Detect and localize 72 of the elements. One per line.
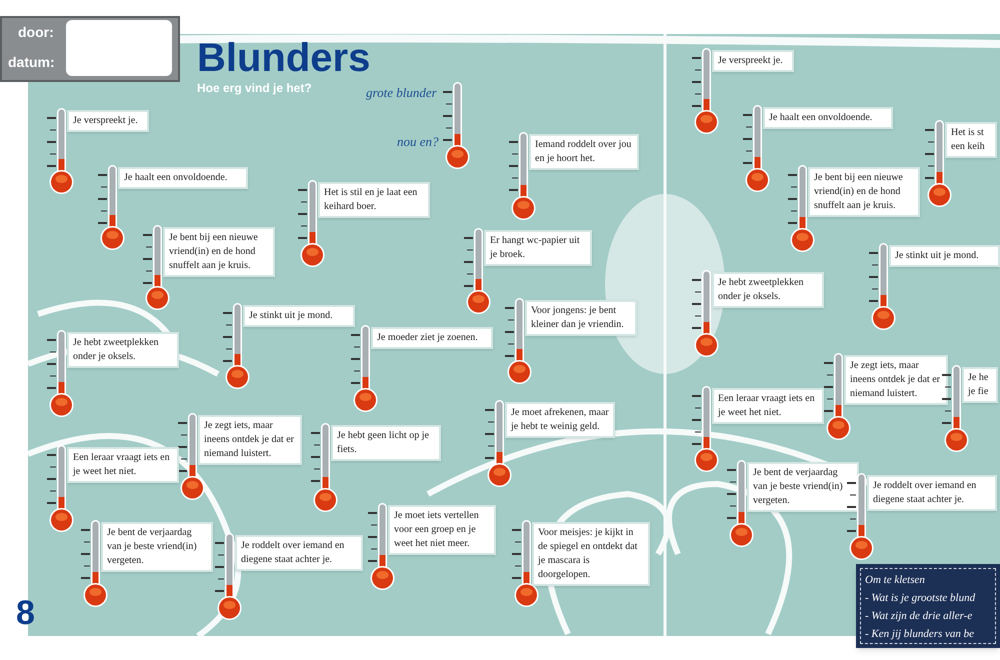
statement-text: je fie — [968, 385, 990, 399]
statement-text: Je zegt iets, maar ineens ontdek je dat er niemand luistert. — [850, 359, 941, 401]
statement-text: Een leraar vraagt iets en je weet het niet. — [73, 451, 171, 479]
statement-card — [331, 425, 441, 461]
chalkboard-question: - Wat is je grootste blund — [865, 591, 976, 606]
statement-card — [67, 332, 179, 368]
statement-text: Je zegt iets, maar ineens ontdek je dat er niemand luistert. — [204, 419, 295, 461]
scale-label: nou en? — [397, 133, 439, 151]
statement-text: een keih — [951, 140, 986, 154]
statement-card — [945, 122, 997, 158]
scale-label: grote blunder — [366, 84, 437, 102]
statement-text: Je verspreekt je. — [73, 114, 139, 128]
chalkboard-question: - Wat zijn de drie aller-e — [865, 609, 974, 624]
statement-card — [198, 415, 302, 465]
statement-card — [118, 167, 248, 189]
statement-text: Je verspreekt je. — [718, 54, 784, 68]
statement-card — [529, 134, 639, 170]
statement-text: Je hebt geen licht op je fiets. — [337, 429, 430, 457]
statement-text: Je stinkt uit je mond. — [249, 309, 334, 323]
statement-card — [318, 182, 430, 218]
page-number: 8 — [16, 596, 35, 630]
statement-card — [67, 447, 179, 483]
statement-card — [712, 388, 824, 424]
statement-text: Er hangt wc-papier uit je broek. — [490, 234, 581, 262]
statement-card — [388, 505, 496, 555]
statement-card — [163, 227, 275, 277]
statement-card — [243, 305, 355, 327]
statement-text: Je haalt een onvoldoende. — [124, 171, 228, 185]
statement-text: Een leraar vraagt iets en je weet het niet. — [718, 392, 816, 420]
statement-card — [505, 402, 615, 438]
statement-card — [525, 300, 637, 336]
statement-card — [712, 50, 794, 72]
field-label: door: — [18, 23, 54, 42]
page-title: Blunders — [197, 38, 370, 78]
statement-text: Je stinkt uit je mond. — [895, 249, 980, 263]
statement-text: Je roddelt over iemand en diegene staat achter je. — [241, 539, 346, 567]
statement-card — [962, 367, 998, 403]
statement-text: Het is st — [951, 126, 985, 140]
statement-card — [763, 107, 893, 129]
statement-card — [747, 462, 859, 512]
statement-card — [67, 110, 149, 132]
statement-card — [712, 272, 824, 308]
statement-text: Je haalt een onvoldoende. — [769, 111, 874, 125]
statement-text: Je hebt zweetplekken onder je oksels. — [718, 276, 805, 304]
statement-text: Je moeder ziet je zoenen. — [377, 331, 479, 345]
statement-card — [371, 327, 493, 349]
statement-card — [889, 245, 1000, 267]
statement-card — [844, 355, 948, 405]
statement-text: Je moet iets vertellen voor een groep en je weet het niet meer. — [394, 509, 480, 551]
chalkboard-box — [856, 564, 1000, 648]
statement-card — [101, 522, 213, 572]
statement-card — [532, 522, 650, 586]
statement-text: Je bent bij een nieuwe vriend(in) en de hond snuffelt aan je kruis. — [814, 171, 904, 213]
statement-card — [484, 230, 592, 266]
field-label: datum: — [8, 53, 55, 72]
statement-text: Iemand roddelt over jou en je hoort het. — [535, 138, 632, 166]
statement-text: Voor meisjes: je kijkt in de spiegel en ontdekt dat je mascara is doorgelopen. — [538, 526, 638, 582]
statement-card — [808, 167, 920, 217]
chalkboard-heading: Om te kletsen — [865, 573, 926, 588]
statement-text: Je bent de verjaardag van je beste vriend(in) vergeten. — [753, 466, 844, 508]
statement-text: Je hebt zweetplekken onder je oksels. — [73, 336, 160, 364]
statement-text: Je bent bij een nieuwe vriend(in) en de hond snuffelt aan je kruis. — [169, 231, 259, 273]
statement-text: Je bent de verjaardag van je beste vriend(in) vergeten. — [107, 526, 198, 568]
statement-text: Voor jongens: je bent kleiner dan je vriendin. — [531, 304, 625, 332]
statement-card — [235, 535, 363, 571]
chalkboard-question: - Ken jij blunders van be — [865, 627, 976, 642]
statement-text: Je roddelt over iemand en diegene staat achter je. — [873, 479, 978, 507]
statement-text: Je he — [968, 371, 990, 385]
statement-text: Je moet afrekenen, maar je hebt te weinig geld. — [511, 406, 609, 434]
subtitle: Hoe erg vind je het? — [197, 80, 312, 97]
statement-text: Het is stil en je laat een keihard boer. — [324, 186, 418, 214]
statement-card — [867, 475, 997, 511]
